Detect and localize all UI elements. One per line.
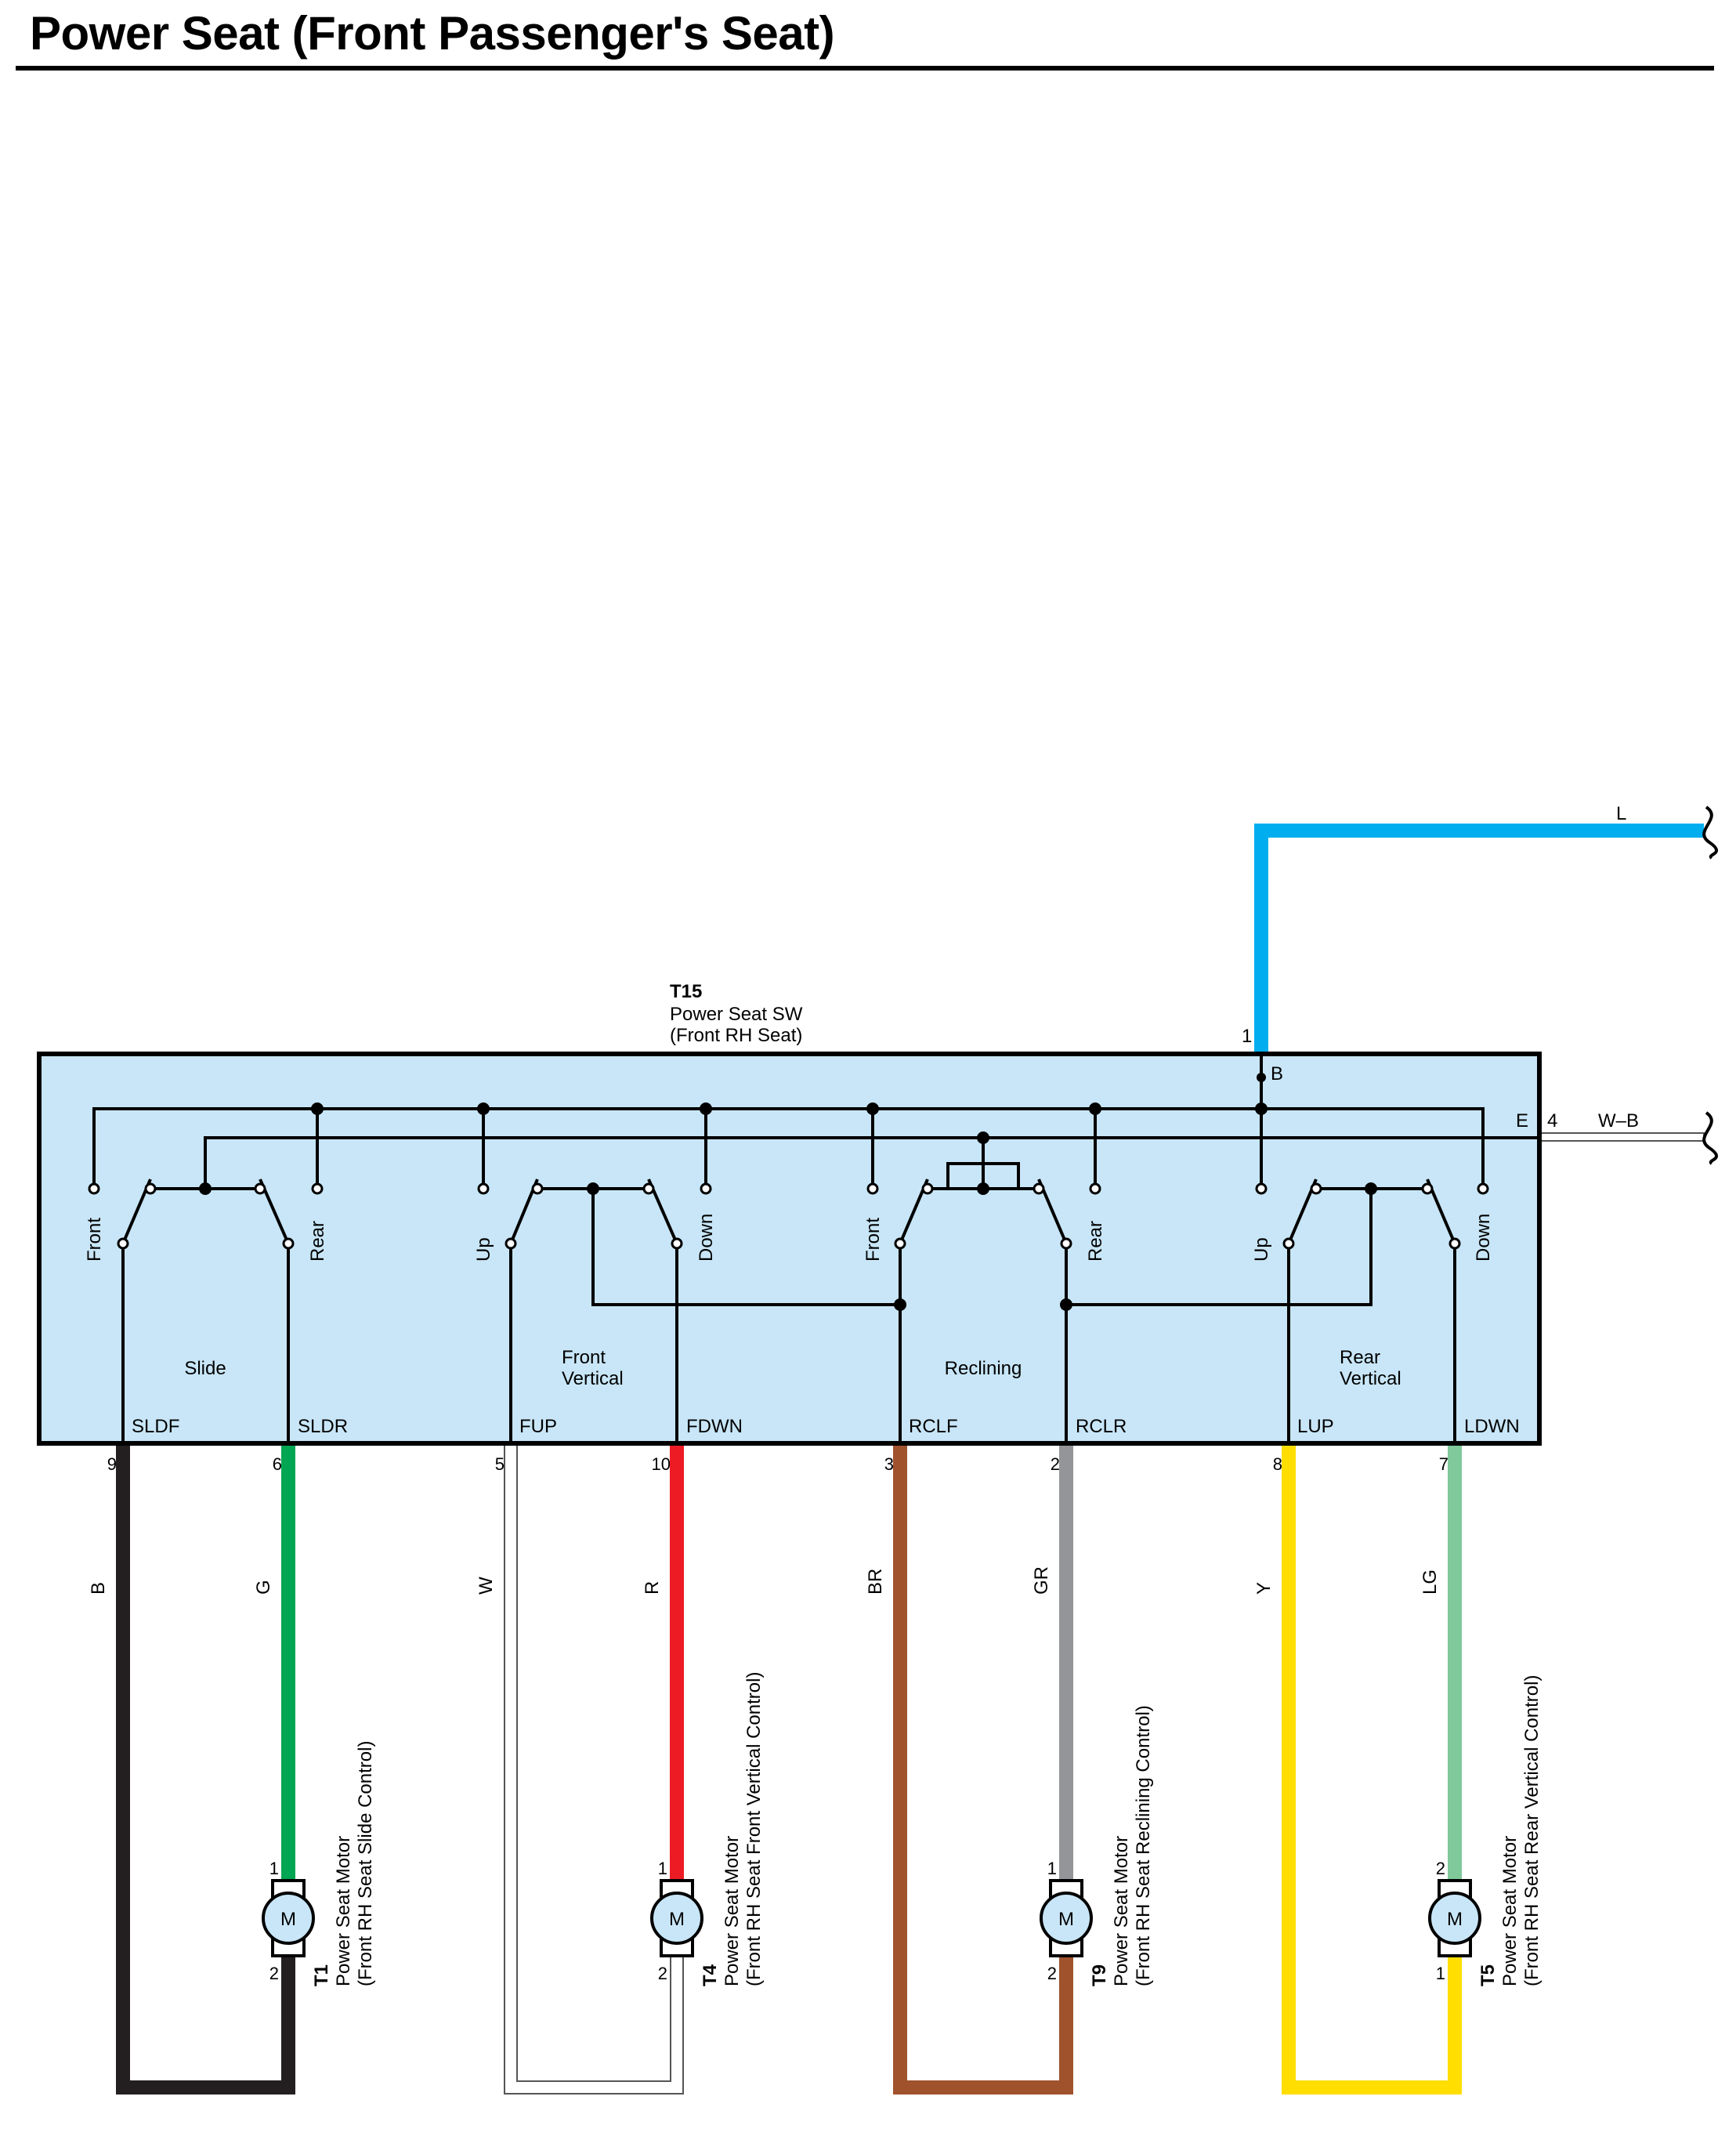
terminal-label: SLDF (132, 1416, 179, 1437)
terminal-label: SLDR (298, 1416, 348, 1437)
motor-symbol (1428, 1892, 1481, 1945)
section-name: Reclining (945, 1358, 1022, 1379)
motor-pin: 1 (1047, 1859, 1057, 1878)
switch-contacts (88, 1182, 1489, 1250)
switch-box (37, 1052, 1542, 1446)
motor-pin: 2 (1436, 1859, 1445, 1878)
switch-position-label: Front (84, 1218, 105, 1262)
wire-W (504, 1446, 684, 2095)
motor-symbol (1040, 1892, 1093, 1945)
motor-name: Power Seat Motor (722, 1836, 743, 1986)
terminal-label: RCLR (1076, 1416, 1127, 1437)
wire-code-label: R (642, 1581, 663, 1595)
switch-position-label: Rear (1085, 1221, 1106, 1262)
switch-position-label: Down (1473, 1214, 1494, 1262)
terminal-label: FUP (519, 1416, 557, 1437)
motor-letter: M (1058, 1909, 1074, 1930)
connector-pin: 7 (1439, 1454, 1448, 1474)
connector-pin: 2 (1051, 1454, 1060, 1474)
motor-code: T1 (311, 1964, 332, 1986)
title-rule (16, 66, 1714, 71)
wire-break-ground (1702, 1111, 1718, 1165)
wire-break-power (1702, 806, 1718, 860)
terminal-label: RCLF (909, 1416, 958, 1437)
section-name: Vertical (562, 1368, 624, 1389)
connector-pin: 8 (1273, 1454, 1282, 1474)
switch-position-label: Front (863, 1218, 884, 1262)
motor-pin: 2 (658, 1964, 667, 1983)
terminal-label: LDWN (1464, 1416, 1520, 1437)
terminal-label: LUP (1297, 1416, 1334, 1437)
switch-sub: (Front RH Seat) (670, 1025, 802, 1046)
motor-desc: (Front RH Seat Rear Vertical Control) (1521, 1675, 1543, 1986)
motor-desc: (Front RH Seat Slide Control) (355, 1741, 376, 1986)
motor-wiring: B G W R BR GR Y LG (88, 1446, 1462, 2095)
connector-pin: 6 (273, 1454, 282, 1474)
switch-power-pin: 1 (1242, 1026, 1252, 1047)
switch-power-label: B (1271, 1063, 1283, 1084)
connector-pin: 10 (652, 1454, 671, 1474)
motor-pin: 2 (1047, 1964, 1057, 1983)
wire-code-label: GR (1031, 1566, 1052, 1595)
section-name: Vertical (1340, 1368, 1401, 1389)
wire-code-label: W (476, 1577, 497, 1595)
motor-code: T4 (700, 1964, 721, 1986)
motor-pin: 1 (1436, 1964, 1445, 1983)
connector-pin: 5 (495, 1454, 505, 1474)
wire-code-label: G (253, 1580, 274, 1595)
switch-position-label: Down (696, 1214, 717, 1262)
wire-ground (1539, 1132, 1705, 1142)
circuit-junctions (199, 1073, 1377, 1311)
connector-pin: 9 (107, 1454, 117, 1474)
motor-letter: M (280, 1909, 296, 1930)
motor-desc: (Front RH Seat Reclining Control) (1133, 1705, 1154, 1986)
switch-position-label: Up (473, 1237, 494, 1262)
switch-ground-pin: 4 (1547, 1110, 1557, 1131)
motor-letter: M (1447, 1909, 1463, 1930)
terminal-label: FDWN (686, 1416, 743, 1437)
section-name: Rear (1340, 1347, 1380, 1368)
wire-Y (1282, 1446, 1462, 2095)
motor-desc: (Front RH Seat Front Vertical Control) (743, 1672, 765, 1986)
wire-power (1254, 824, 1704, 1054)
wire-code-label: Y (1253, 1582, 1275, 1595)
section-name: Slide (184, 1358, 226, 1379)
connector-pin: 3 (884, 1454, 894, 1474)
motor-name: Power Seat Motor (1111, 1836, 1132, 1986)
motor-letter: M (669, 1909, 685, 1930)
wire-code-label: B (88, 1582, 109, 1595)
motor-name: Power Seat Motor (333, 1836, 354, 1986)
wire-B (116, 1446, 295, 2095)
motor-pin: 2 (269, 1964, 279, 1983)
motor-code: T5 (1477, 1964, 1499, 1986)
motor-code: T9 (1089, 1964, 1110, 1986)
switch-ground-label: E (1516, 1110, 1528, 1131)
wire-code-ground: W–B (1598, 1110, 1639, 1131)
motor-pin: 1 (269, 1859, 279, 1878)
motor-symbol (262, 1892, 315, 1945)
switch-position-label: Rear (307, 1221, 328, 1262)
wire-code-label: LG (1420, 1570, 1441, 1595)
section-name: Front (562, 1347, 606, 1368)
switch-name: Power Seat SW (670, 1004, 803, 1025)
switch-code: T15 (670, 981, 702, 1002)
motor-name: Power Seat Motor (1499, 1836, 1521, 1986)
motor-pin: 1 (658, 1859, 667, 1878)
page-title: Power Seat (Front Passenger's Seat) (30, 7, 835, 60)
motor-symbol (650, 1892, 703, 1945)
wire-code-label: BR (865, 1569, 886, 1595)
switch-position-label: Up (1251, 1237, 1272, 1262)
wire-BR (893, 1446, 1073, 2095)
wire-code-power: L (1616, 803, 1626, 824)
